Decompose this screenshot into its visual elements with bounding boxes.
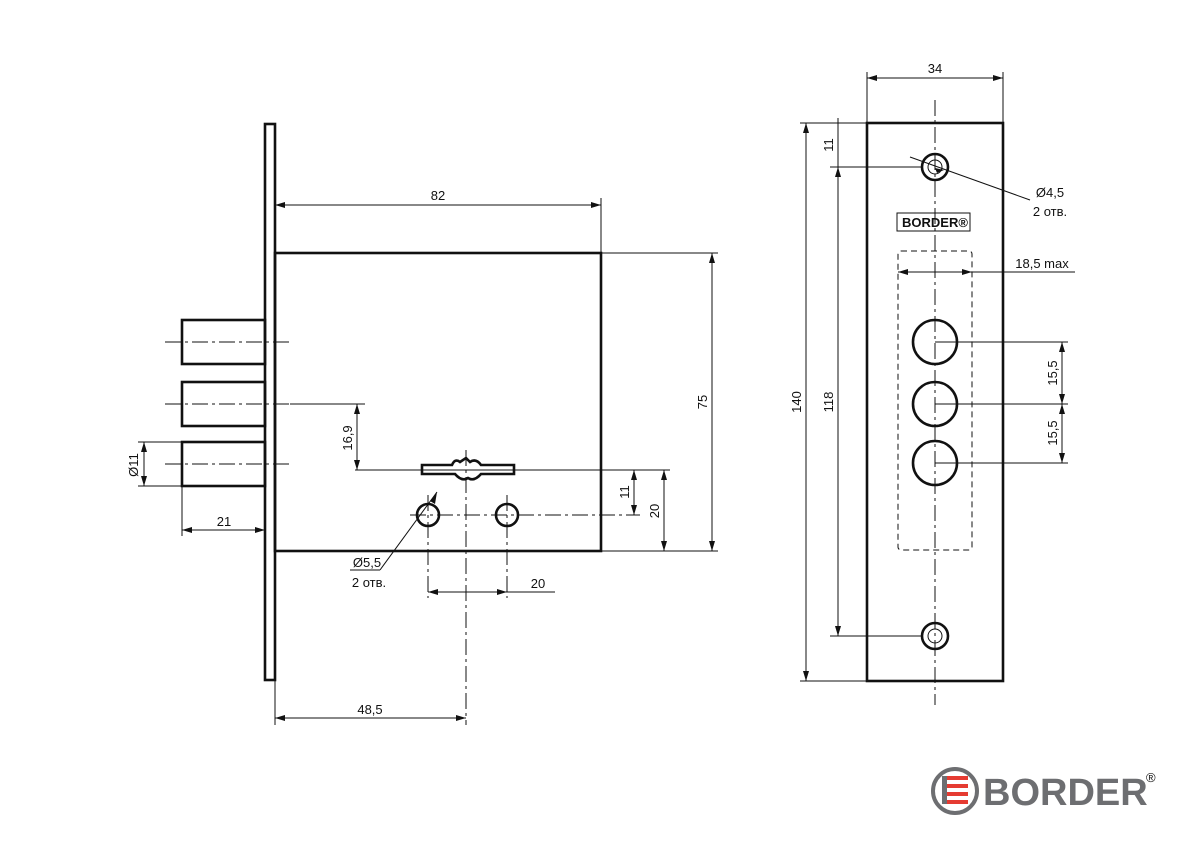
side-view: 82 75 16,9 Ø11 21 20 xyxy=(126,122,718,725)
dim-screw-spacing-label: 20 xyxy=(531,576,545,591)
logo-text: BORDER xyxy=(983,772,1148,814)
dim-backset-label: 48,5 xyxy=(357,702,382,717)
fp-hole-dia-label: Ø4,5 xyxy=(1036,185,1064,200)
dim-bolt-dia-label: Ø11 xyxy=(126,453,141,477)
front-plate xyxy=(263,122,277,682)
logo-registered: ® xyxy=(1146,770,1156,785)
lock-body xyxy=(273,251,603,553)
dim-screw-vertical-label: 11 xyxy=(617,485,632,499)
fp-dim-bolt-spacing-1-label: 15,5 xyxy=(1045,360,1060,385)
dim-width-label: 82 xyxy=(431,188,445,203)
bolt-middle xyxy=(180,380,267,428)
faceplate-view: BORDER® 34 140 118 11 xyxy=(789,61,1075,705)
fp-dim-total-height-label: 140 xyxy=(789,391,804,413)
hole-count-label: 2 отв. xyxy=(352,575,386,590)
bolt-top xyxy=(180,318,267,366)
fp-dim-bolt-spacing-2-label: 15,5 xyxy=(1045,420,1060,445)
bolt-bottom xyxy=(180,440,267,488)
hole-dia-label: Ø5,5 xyxy=(353,555,381,570)
keyhole-slot xyxy=(420,456,516,481)
dim-height-label: 75 xyxy=(695,395,710,409)
logo-emblem-icon xyxy=(931,767,979,815)
fp-dim-opening-width-label: 18,5 max xyxy=(1015,256,1069,271)
fp-dim-hole-spacing-label: 118 xyxy=(821,392,836,413)
fp-dim-top-offset-label: 11 xyxy=(821,138,836,152)
dim-bolt-projection-label: 21 xyxy=(217,514,231,529)
dim-keyhole-offset-label: 16,9 xyxy=(340,425,355,450)
faceplate-screw-bottom-inner xyxy=(927,628,943,644)
bolt-opening-outline xyxy=(897,250,973,551)
faceplate-screw-top-inner xyxy=(927,159,943,175)
dim-screw-to-bottom-label: 20 xyxy=(647,504,662,518)
brand-logo: BORDER ® xyxy=(931,767,1156,815)
fp-dim-width-label: 34 xyxy=(928,61,942,76)
fp-hole-count-label: 2 отв. xyxy=(1033,204,1067,219)
faceplate-brand-mark: BORDER® xyxy=(902,215,968,230)
